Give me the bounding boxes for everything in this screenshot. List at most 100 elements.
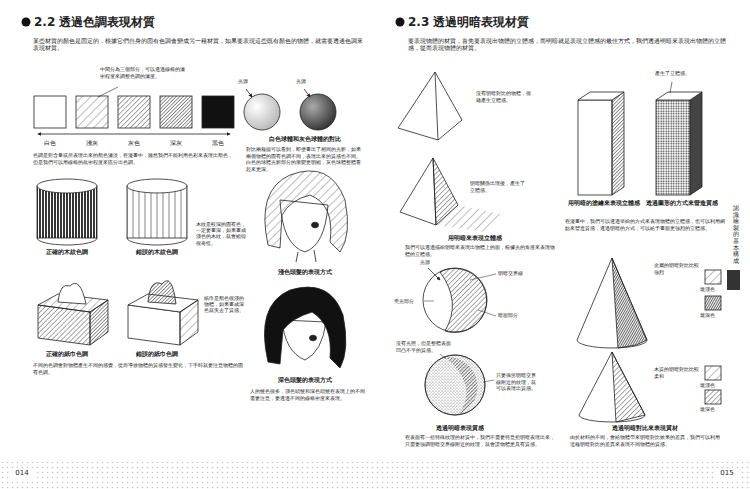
light-sphere-diagram	[424, 301, 434, 302]
swatch-label: 最深色	[700, 312, 730, 319]
body-text: 由於材料的不同，會給物體帶來明暗對比效果的差異，我們可以利用這種明暗對比的差異來…	[570, 434, 720, 447]
note: 紙巾是顏色很淺的物體，如果畫成深色就失去了質感。	[204, 296, 248, 315]
light-sphere-diagram	[440, 268, 487, 332]
heading: 2.2 透過色調表現材質	[34, 15, 254, 31]
chapter-tab	[727, 270, 740, 290]
boxes	[578, 92, 624, 100]
wood-cylinders	[37, 186, 97, 238]
tissue-boxes	[90, 300, 108, 345]
tone-spheres	[304, 89, 310, 97]
tone-name: 黑色	[200, 140, 236, 147]
caption: 正確的木紋色調	[27, 248, 107, 256]
cones	[705, 296, 721, 310]
tone-squares	[118, 96, 150, 128]
light-label: 光源	[238, 78, 258, 85]
caption: 用明暗來表現立體感	[405, 234, 545, 242]
light-sphere-diagram	[478, 310, 496, 316]
light-sphere-diagram	[423, 268, 496, 332]
tone-spheres	[244, 94, 280, 130]
pyramids	[400, 158, 436, 225]
caption: 深色頭髮的表現方式	[250, 376, 360, 384]
boxes	[656, 92, 702, 100]
cones	[705, 366, 721, 380]
cones	[577, 258, 647, 348]
wood-cylinders	[127, 179, 187, 193]
wood-cylinders	[37, 179, 97, 193]
dark-hair-girl	[310, 335, 317, 341]
dark-hair-girl	[264, 287, 345, 368]
dotted-band	[0, 462, 750, 489]
tissue-boxes	[38, 281, 198, 345]
cones	[705, 390, 721, 404]
boxes	[612, 92, 624, 195]
dotted-band	[0, 462, 750, 489]
tone-squares	[98, 87, 118, 97]
body-text: 在表面有一些特殊紋理的材質中，我們不需要特意把明暗表現出來，只需要強調明暗交界線…	[405, 434, 555, 447]
cones	[577, 258, 721, 422]
dark-hair-girl	[282, 320, 326, 360]
caption: 錯誤的木紋色調	[117, 248, 197, 256]
light-sphere-diagram	[428, 268, 440, 280]
note: 只要保留明暗交界線附近的紋理，就可以表現出質感。	[496, 372, 538, 392]
cones	[705, 270, 721, 284]
light-hair-girl	[296, 252, 298, 262]
note: 木紋是較深的固有色，一定要畫深，如果畫成淺色的木紋，就會顯得很奇怪。	[196, 222, 246, 247]
swatch-label: 最淺色	[700, 286, 730, 293]
tone-squares	[160, 96, 192, 128]
chapter-tab	[727, 270, 740, 290]
heading-bullet	[396, 18, 405, 27]
cones	[579, 352, 645, 422]
body-text: 對比兩種圖可以看到，即便畫出了相同的光影，如果兩個物體的固有色調不同，表現出來的…	[246, 146, 364, 172]
part-label: 受光部分	[394, 298, 424, 305]
caption: 白色球體和灰色球體的對比	[245, 135, 365, 143]
note: 金屬的明暗對比比較強烈	[654, 262, 702, 275]
swatch-label: 最深色	[700, 406, 730, 413]
tone-squares	[34, 87, 234, 134]
boxes	[690, 92, 702, 195]
note: 沒有明暗對比的物體，很難產生立體感。	[476, 90, 531, 103]
wood-cylinders	[37, 179, 187, 245]
caption: 用明暗的塗繪來表現立體感	[566, 199, 641, 207]
light-hair-girl	[265, 171, 348, 252]
caption: 透過圖形的方式來營造質感	[644, 199, 719, 207]
heading: 2.3 透過明暗表現材質	[408, 15, 628, 31]
cones	[612, 258, 647, 348]
note: 中間分為三個部分，可以透過線條的濃密程度來調整色調的濃度。	[100, 66, 185, 79]
body-text: 不同的色調會對物體產生不同的感覺，從而導致物體的質感發生變化，下手時就要注意物體…	[33, 362, 243, 375]
caption: 透過明暗表現質感	[400, 424, 520, 432]
light-label: 光源	[420, 259, 440, 266]
tone-squares	[34, 96, 66, 128]
boxes	[578, 100, 612, 195]
tissue-boxes	[148, 281, 176, 304]
rough-sphere	[425, 354, 494, 415]
pyramids	[433, 158, 458, 225]
tone-spheres	[246, 89, 252, 97]
rough-sphere	[425, 355, 485, 415]
caption: 淺色頭髮的表現方式	[250, 268, 360, 276]
note: 木質的明暗對比比較柔和	[654, 366, 702, 379]
tone-name: 白色	[32, 140, 68, 147]
boxes	[578, 82, 702, 195]
caption: 透過明暗對比來表現質材	[570, 424, 720, 432]
wood-cylinders	[127, 238, 187, 245]
light-hair-girl	[265, 171, 348, 262]
body-text: 色調是對含量或所表現出來的顏色濃淡，在漫畫中，雖然我們不能利用色彩來表現出顏色，…	[33, 152, 233, 165]
pyramids	[435, 72, 438, 140]
boxes	[656, 100, 690, 195]
rough-sphere	[445, 357, 478, 415]
body-text: 在漫畫中，我們可以透過塗繪的方式來表現物體的立體感，也可以利用網點來營造質感，透…	[565, 218, 725, 231]
tone-squares	[76, 96, 108, 128]
tone-squares	[202, 96, 234, 128]
tone-name: 深灰	[158, 140, 194, 147]
caption: 錯誤的紙巾色調	[117, 350, 197, 358]
page-number: 014	[10, 469, 34, 478]
wood-cylinders	[127, 186, 187, 238]
tone-squares	[38, 134, 230, 135]
vertical-column: 認識繪製的基本構成	[733, 205, 739, 264]
tissue-boxes	[180, 300, 198, 345]
wood-cylinders	[37, 238, 97, 245]
part-label: 明暗交界線	[498, 270, 538, 277]
light-sphere-diagram	[423, 268, 487, 332]
light-sphere-diagram	[470, 274, 496, 280]
